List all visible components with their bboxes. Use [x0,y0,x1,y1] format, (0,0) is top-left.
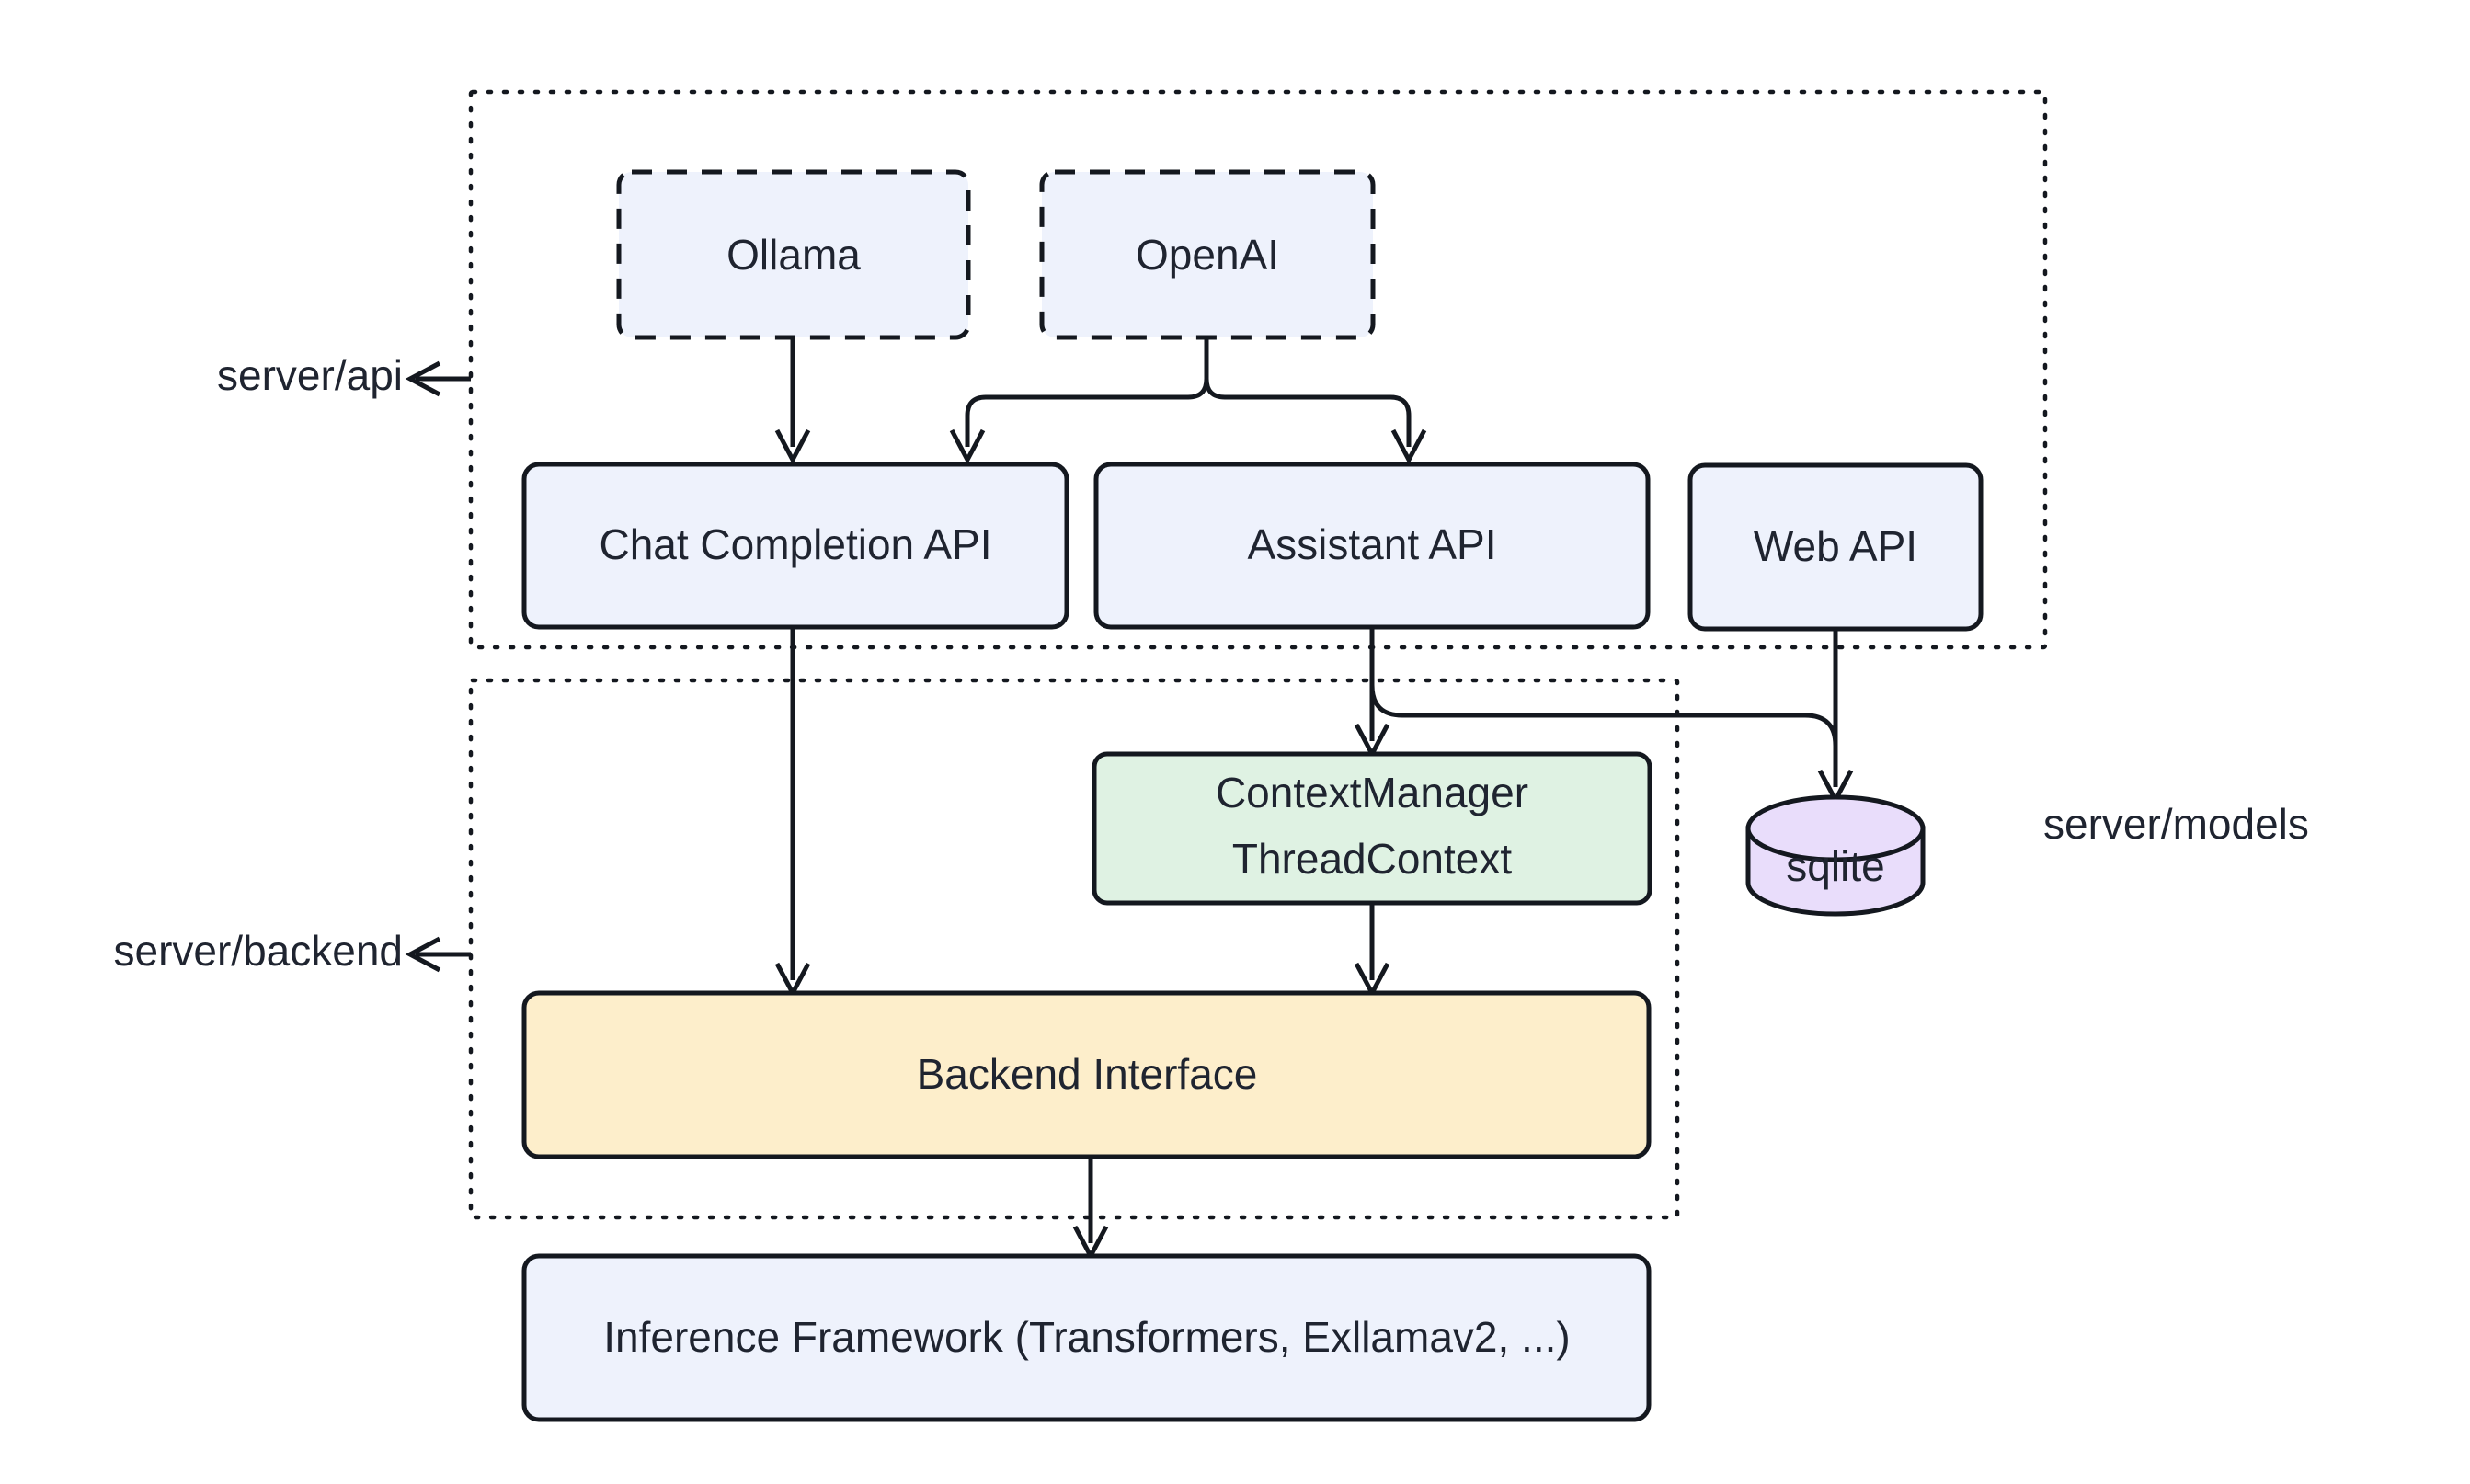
node-backend-interface[interactable]: Backend Interface [521,990,1652,1159]
node-inference-framework-label: Inference Framework (Transformers, Exlla… [603,1313,1570,1361]
group-label-server-api: server/api [217,351,471,399]
node-chat-completion-api-shape [521,462,1069,630]
node-assistant-api-shape [1093,462,1651,630]
node-inference-framework-shape [521,1253,1652,1422]
edge-ollama-to-chat-completion-api [774,337,811,465]
node-openai[interactable]: OpenAI [1039,169,1376,340]
node-openai-shape [1039,169,1376,340]
node-chat-completion-api[interactable]: Chat Completion API [521,462,1069,630]
node-backend-interface-shape [521,990,1652,1159]
node-context-manager-label-line2: ThreadContext [1232,835,1512,883]
node-chat-completion-api-label: Chat Completion API [599,520,991,568]
node-assistant-api[interactable]: Assistant API [1093,462,1651,630]
node-web-api-label: Web API [1754,522,1917,570]
node-context-manager-label-line1: ContextManager [1216,769,1528,816]
node-ollama-label: Ollama [726,231,861,279]
node-sqlite[interactable]: sqlite [1745,794,1926,917]
node-sqlite-label: sqlite [1786,842,1884,890]
edge-backend-interface-to-inference-framework [1072,1157,1109,1261]
group-label-server-models-text: server/models [2043,800,2309,848]
node-assistant-api-label: Assistant API [1247,520,1496,568]
group-label-server-models: server/models [2043,800,2309,848]
group-label-server-api-text: server/api [217,351,403,399]
node-web-api-shape [1687,462,1984,632]
cluster-server-backend [468,678,1680,1220]
node-sqlite-top [1745,794,1926,862]
node-openai-label: OpenAI [1136,231,1279,279]
node-context-manager[interactable]: ContextManager ThreadContext [1092,751,1652,906]
node-inference-framework[interactable]: Inference Framework (Transformers, Exlla… [521,1253,1652,1422]
node-context-manager-shape [1092,751,1652,906]
node-ollama[interactable]: Ollama [616,169,971,340]
node-backend-interface-label: Backend Interface [917,1050,1258,1098]
cluster-server-api [468,89,2048,650]
edge-openai-to-chat-completion-api [949,337,1209,465]
node-ollama-shape [616,169,971,340]
edge-context-manager-to-backend-interface [1354,903,1390,999]
group-label-server-backend-text: server/backend [114,927,404,975]
group-label-server-backend: server/backend [114,927,471,975]
edge-openai-to-assistant-api [1204,337,1427,465]
node-web-api[interactable]: Web API [1687,462,1984,632]
